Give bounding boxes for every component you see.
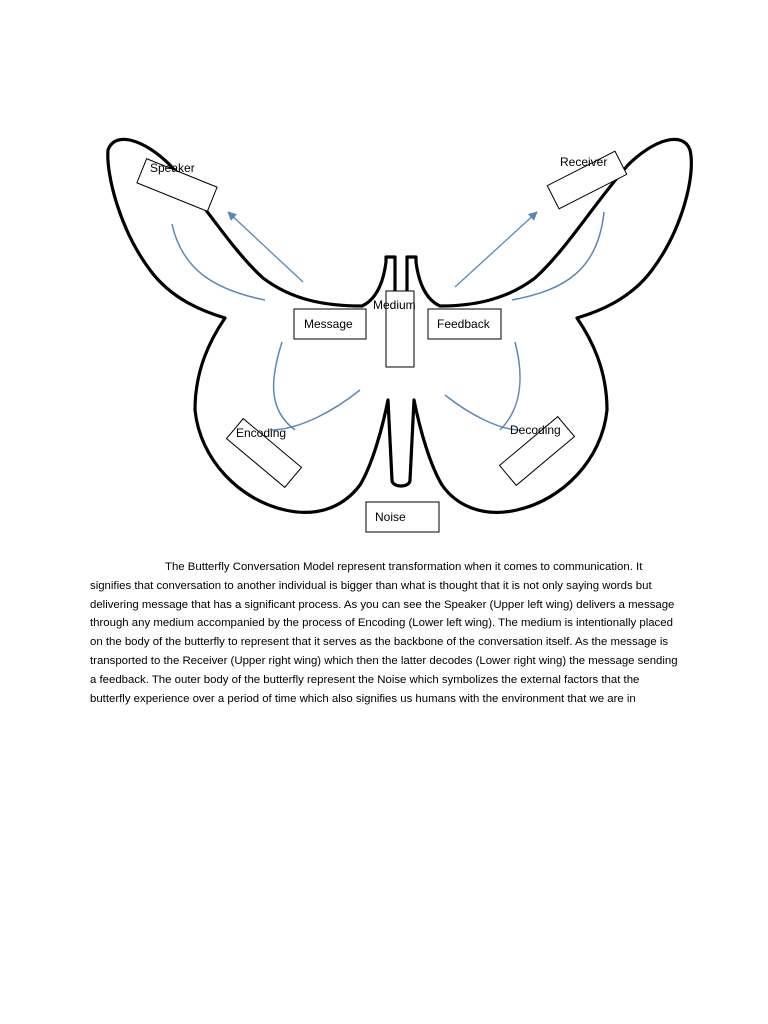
- feedback-label: Feedback: [437, 317, 491, 331]
- medium-label: Medium: [373, 298, 416, 312]
- description-paragraph: The Butterfly Conversation Model represe…: [90, 558, 680, 708]
- noise-label: Noise: [375, 510, 406, 524]
- arrow-to-speaker: [228, 212, 303, 282]
- receiver-label: Receiver: [560, 155, 607, 169]
- decoding-label: Decoding: [510, 423, 561, 437]
- right-lower-flow-curve-2: [445, 395, 520, 430]
- butterfly-diagram: Speaker Receiver Medium Message Feedback…: [0, 0, 768, 540]
- left-lower-flow-curve: [274, 342, 295, 430]
- arrow-to-receiver: [455, 212, 537, 287]
- right-lower-flow-curve: [500, 342, 520, 430]
- message-label: Message: [304, 317, 353, 331]
- left-lower-flow-curve-2: [270, 390, 360, 430]
- encoding-label: Encoding: [236, 426, 286, 440]
- left-upper-flow-curve: [172, 224, 265, 300]
- speaker-label: Speaker: [150, 161, 195, 175]
